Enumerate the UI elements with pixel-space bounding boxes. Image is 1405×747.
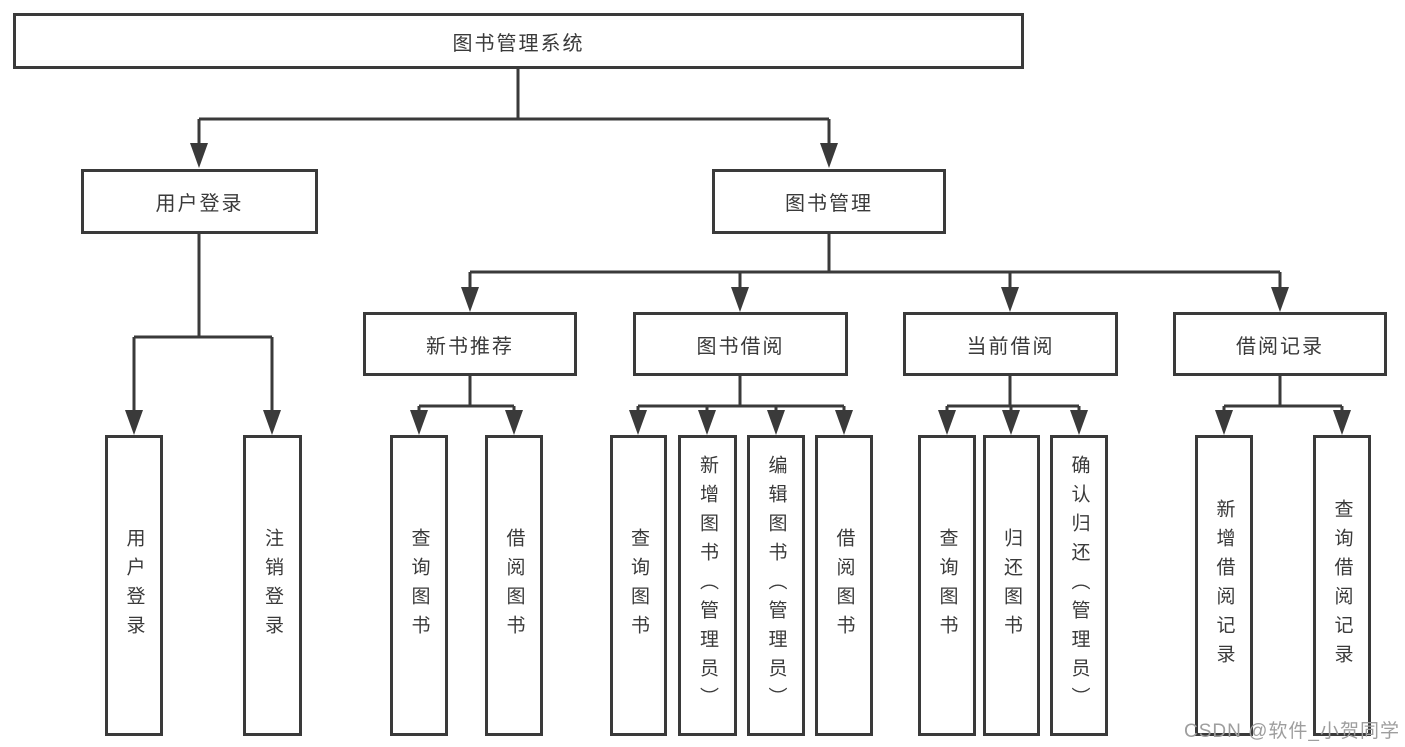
arrow-down-icon xyxy=(1001,287,1019,312)
node-root: 图书管理系统 xyxy=(13,13,1024,69)
arrow-down-icon xyxy=(1333,410,1351,435)
leaf-add-borrow-record: 新增借阅记录 xyxy=(1195,435,1253,736)
arrow-down-icon xyxy=(410,410,428,435)
arrow-down-icon xyxy=(698,410,716,435)
arrow-down-icon xyxy=(767,410,785,435)
arrow-down-icon xyxy=(1002,410,1020,435)
arrow-down-icon xyxy=(938,410,956,435)
node-current-borrow: 当前借阅 xyxy=(903,312,1118,376)
node-new-book-recommend: 新书推荐 xyxy=(363,312,577,376)
arrow-down-icon xyxy=(1215,410,1233,435)
leaf-query-borrow-record: 查询借阅记录 xyxy=(1313,435,1371,736)
arrow-down-icon xyxy=(461,287,479,312)
leaf-logout: 注销登录 xyxy=(243,435,302,736)
leaf-return-book: 归还图书 xyxy=(983,435,1040,736)
leaf-confirm-return-admin: 确认归还（管理员） xyxy=(1050,435,1108,736)
arrow-down-icon xyxy=(731,287,749,312)
arrow-down-icon xyxy=(505,410,523,435)
leaf-query-books-3: 查询图书 xyxy=(918,435,976,736)
csdn-watermark: CSDN @软件_小贺同学 xyxy=(1184,721,1400,742)
arrow-down-icon xyxy=(820,143,838,168)
node-book-borrow: 图书借阅 xyxy=(633,312,848,376)
arrow-down-icon xyxy=(263,410,281,435)
leaf-query-books-1: 查询图书 xyxy=(390,435,448,736)
leaf-user-login: 用户登录 xyxy=(105,435,163,736)
arrow-down-icon xyxy=(835,410,853,435)
leaf-borrow-books-2: 借阅图书 xyxy=(815,435,873,736)
arrow-down-icon xyxy=(190,143,208,168)
node-user-login: 用户登录 xyxy=(81,169,318,234)
arrow-down-icon xyxy=(1271,287,1289,312)
node-borrow-records: 借阅记录 xyxy=(1173,312,1387,376)
leaf-borrow-books-1: 借阅图书 xyxy=(485,435,543,736)
node-book-management: 图书管理 xyxy=(712,169,946,234)
leaf-edit-book-admin: 编辑图书（管理员） xyxy=(747,435,805,736)
arrow-down-icon xyxy=(125,410,143,435)
leaf-query-books-2: 查询图书 xyxy=(610,435,667,736)
leaf-add-book-admin: 新增图书（管理员） xyxy=(678,435,737,736)
arrow-down-icon xyxy=(1070,410,1088,435)
arrow-down-icon xyxy=(629,410,647,435)
